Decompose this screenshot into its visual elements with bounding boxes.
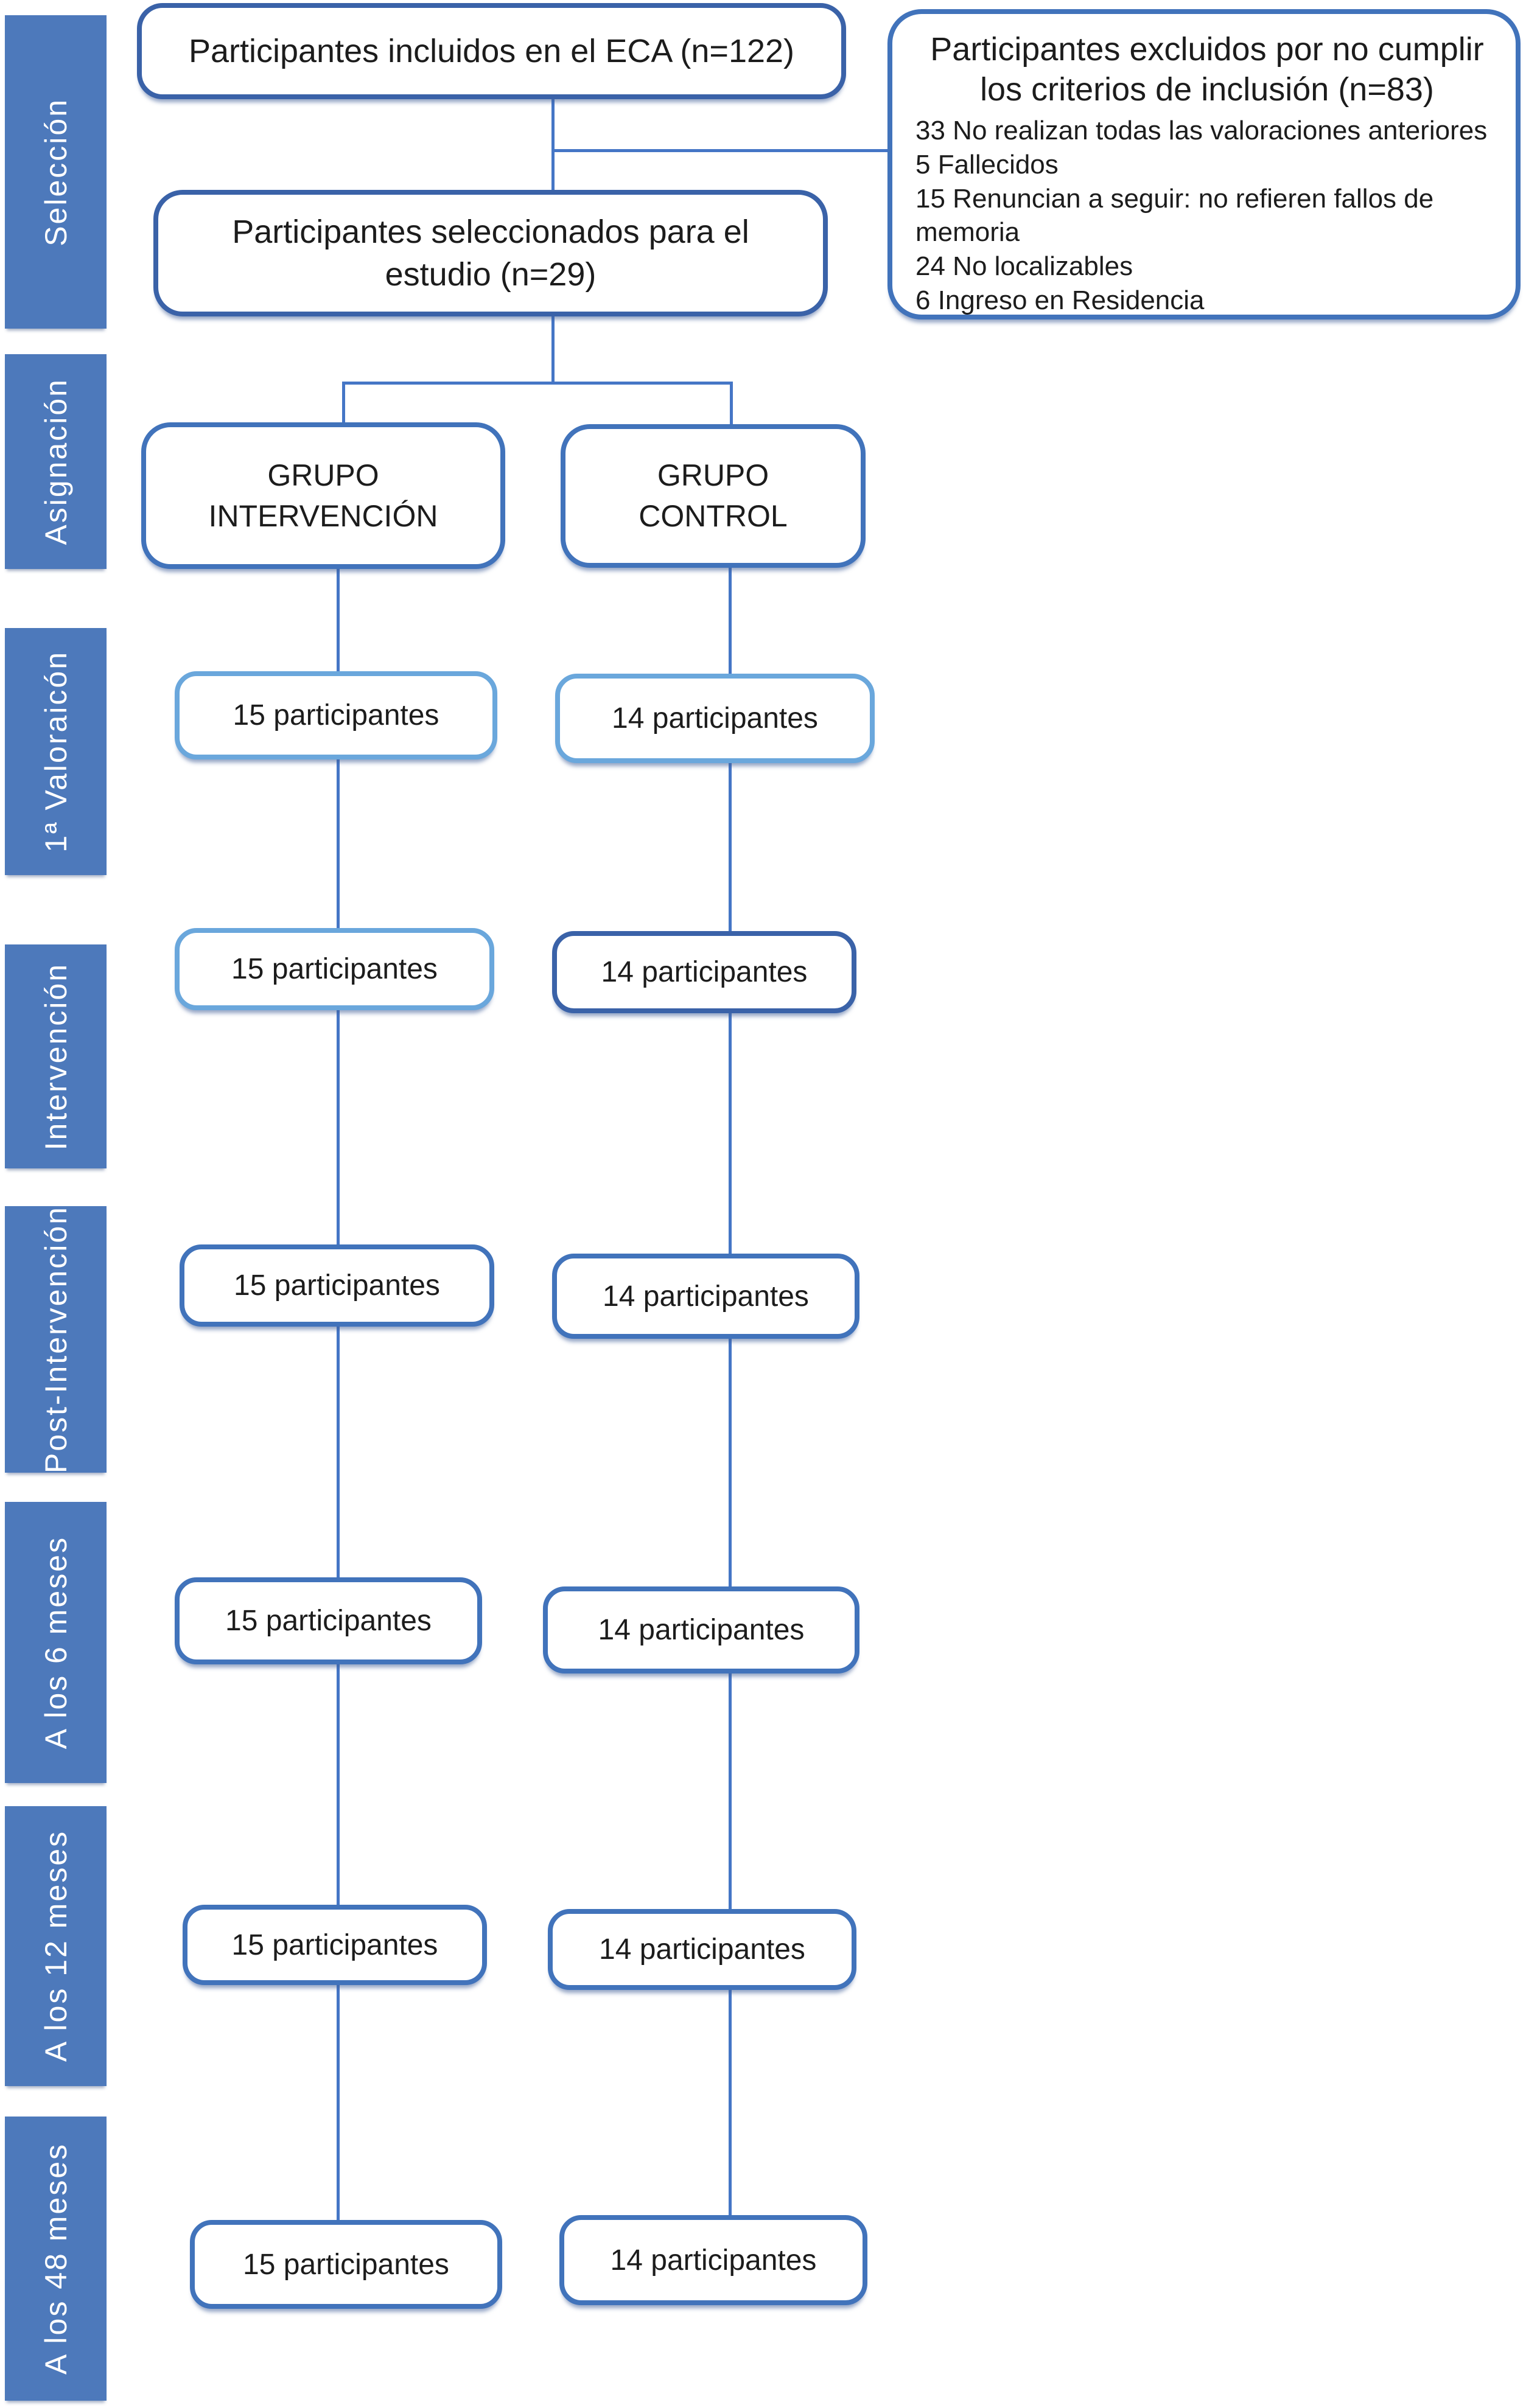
connector-right-col: [729, 1673, 732, 1911]
participants-count: 14 participantes: [601, 956, 808, 988]
participants-count: 15 participantes: [231, 953, 438, 985]
participants-count: 14 participantes: [599, 1933, 805, 1966]
stage-bar-12-meses: A los 12 meses: [5, 1806, 107, 2086]
connector-left-col: [337, 1985, 340, 2222]
participants-box-48m-control: 14 participantes: [559, 2215, 867, 2305]
stage-label: Intervención: [38, 962, 73, 1151]
participants-box-12m-control: 14 participantes: [548, 1909, 856, 1990]
participants-count: 15 participantes: [243, 2248, 449, 2281]
connector-left-col: [337, 1664, 340, 1907]
box-included: Participantes incluidos en el ECA (n=122…: [137, 3, 846, 99]
stage-bar-intervencion: Intervención: [5, 944, 107, 1168]
stage-bar-1a-valoracion: 1ª Valoraicón: [5, 628, 107, 875]
box-included-text: Participantes incluidos en el ECA (n=122…: [188, 32, 795, 69]
excluded-reason: 15 Renuncian a seguir: no refieren fallo…: [915, 183, 1434, 248]
connector-branch-to-excluded: [551, 149, 890, 152]
participants-box-6m-intervention: 15 participantes: [175, 1577, 482, 1664]
connector-right-col: [729, 763, 732, 933]
connector-right-col: [729, 1013, 732, 1255]
excluded-reason: 33 No realizan todas las valoraciones an…: [915, 115, 1488, 145]
connector-right-col: [729, 1339, 732, 1588]
participants-count: 14 participantes: [603, 1280, 809, 1313]
connector-left-col: [337, 569, 340, 672]
participants-count: 14 participantes: [612, 702, 818, 735]
stage-bar-seleccion: Selección: [5, 15, 107, 329]
participants-count: 15 participantes: [234, 1269, 440, 1302]
box-selected-text: Participantes seleccionados para el estu…: [232, 213, 749, 293]
excluded-reason: 5 Fallecidos: [915, 149, 1059, 180]
box-excluded-reasons: 33 No realizan todas las valoraciones an…: [909, 114, 1505, 318]
connector-included-to-selected: [551, 99, 555, 192]
participants-count: 15 participantes: [225, 1605, 432, 1637]
connector-selected-to-split: [551, 316, 555, 383]
connector-split-to-control: [730, 382, 733, 426]
stage-bar-asignacion: Asignación: [5, 354, 107, 569]
participants-box-valoracion-control: 14 participantes: [555, 674, 875, 763]
box-excluded: Participantes excluidos por no cumplir l…: [887, 9, 1521, 319]
connector-split-horizontal: [342, 382, 733, 385]
participants-box-intervencion-control: 14 participantes: [552, 931, 856, 1013]
participants-box-intervencion-intervention: 15 participantes: [175, 928, 494, 1010]
participants-box-12m-intervention: 15 participantes: [183, 1905, 487, 1985]
connector-right-col: [729, 1990, 732, 2217]
box-group-intervention-text: GRUPO INTERVENCIÓN: [208, 458, 438, 533]
box-group-intervention: GRUPO INTERVENCIÓN: [141, 422, 505, 569]
connector-split-to-intervention: [342, 382, 345, 424]
box-selected: Participantes seleccionados para el estu…: [153, 190, 828, 316]
participants-count: 15 participantes: [231, 1928, 438, 1961]
participants-count: 14 participantes: [610, 2244, 817, 2277]
box-group-control-text: GRUPO CONTROL: [639, 458, 788, 533]
box-group-control: GRUPO CONTROL: [561, 424, 866, 568]
stage-label: A los 6 meses: [38, 1535, 73, 1750]
participants-box-6m-control: 14 participantes: [543, 1586, 859, 1673]
stage-label: Selección: [38, 97, 73, 246]
participants-box-post-intervention: 15 participantes: [180, 1244, 494, 1327]
participants-box-48m-intervention: 15 participantes: [190, 2220, 502, 2309]
stage-bar-48-meses: A los 48 meses: [5, 2117, 107, 2401]
participants-count: 14 participantes: [598, 1614, 805, 1646]
stage-label: A los 12 meses: [38, 1830, 73, 2062]
stage-bar-6-meses: A los 6 meses: [5, 1502, 107, 1783]
participants-count: 15 participantes: [233, 699, 439, 731]
box-excluded-title: Participantes excluidos por no cumplir l…: [930, 31, 1484, 108]
participants-box-valoracion-intervention: 15 participantes: [175, 671, 497, 759]
connector-left-col: [337, 759, 340, 930]
connector-left-col: [337, 1010, 340, 1246]
stage-label: 1ª Valoraicón: [38, 651, 73, 853]
stage-label: A los 48 meses: [38, 2142, 73, 2375]
excluded-reason: 24 No localizables: [915, 251, 1133, 282]
stage-bar-post-intervencion: Post-Intervención: [5, 1206, 107, 1473]
excluded-reason: 6 Ingreso en Residencia: [915, 285, 1205, 316]
connector-left-col: [337, 1327, 340, 1579]
stage-label: Post-Intervención: [38, 1205, 73, 1474]
participants-box-post-control: 14 participantes: [552, 1254, 859, 1339]
connector-right-col: [729, 568, 732, 675]
stage-label: Asignación: [38, 378, 73, 545]
